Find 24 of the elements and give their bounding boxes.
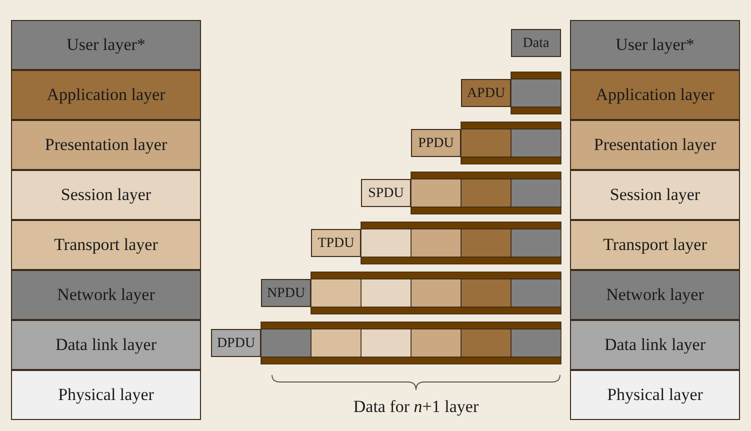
- pdu-label: Data: [511, 29, 561, 57]
- layer-box: User layer*: [11, 20, 201, 70]
- layer-box: Physical layer: [570, 370, 740, 420]
- layer-box: Transport layer: [570, 220, 740, 270]
- layer-box: Application layer: [570, 70, 740, 120]
- pdu-label: APDU: [461, 79, 511, 107]
- pdu-label: TPDU: [311, 229, 361, 257]
- layer-box: Presentation layer: [11, 120, 201, 170]
- layer-box: Physical layer: [11, 370, 201, 420]
- layer-box: Application layer: [11, 70, 201, 120]
- layer-box: Session layer: [570, 170, 740, 220]
- layer-box: Presentation layer: [570, 120, 740, 170]
- layer-box: User layer*: [570, 20, 740, 70]
- pdu-label: NPDU: [261, 279, 311, 307]
- pdu-label: DPDU: [211, 329, 261, 357]
- caption: Data for n+1 layer: [352, 396, 480, 418]
- pdu-label: PPDU: [411, 129, 461, 157]
- layer-box: Transport layer: [11, 220, 201, 270]
- pdu-label: SPDU: [361, 179, 411, 207]
- layer-box: Data link layer: [11, 320, 201, 370]
- layer-box: Session layer: [11, 170, 201, 220]
- layer-box: Data link layer: [570, 320, 740, 370]
- layer-box: Network layer: [570, 270, 740, 320]
- layer-box: Network layer: [11, 270, 201, 320]
